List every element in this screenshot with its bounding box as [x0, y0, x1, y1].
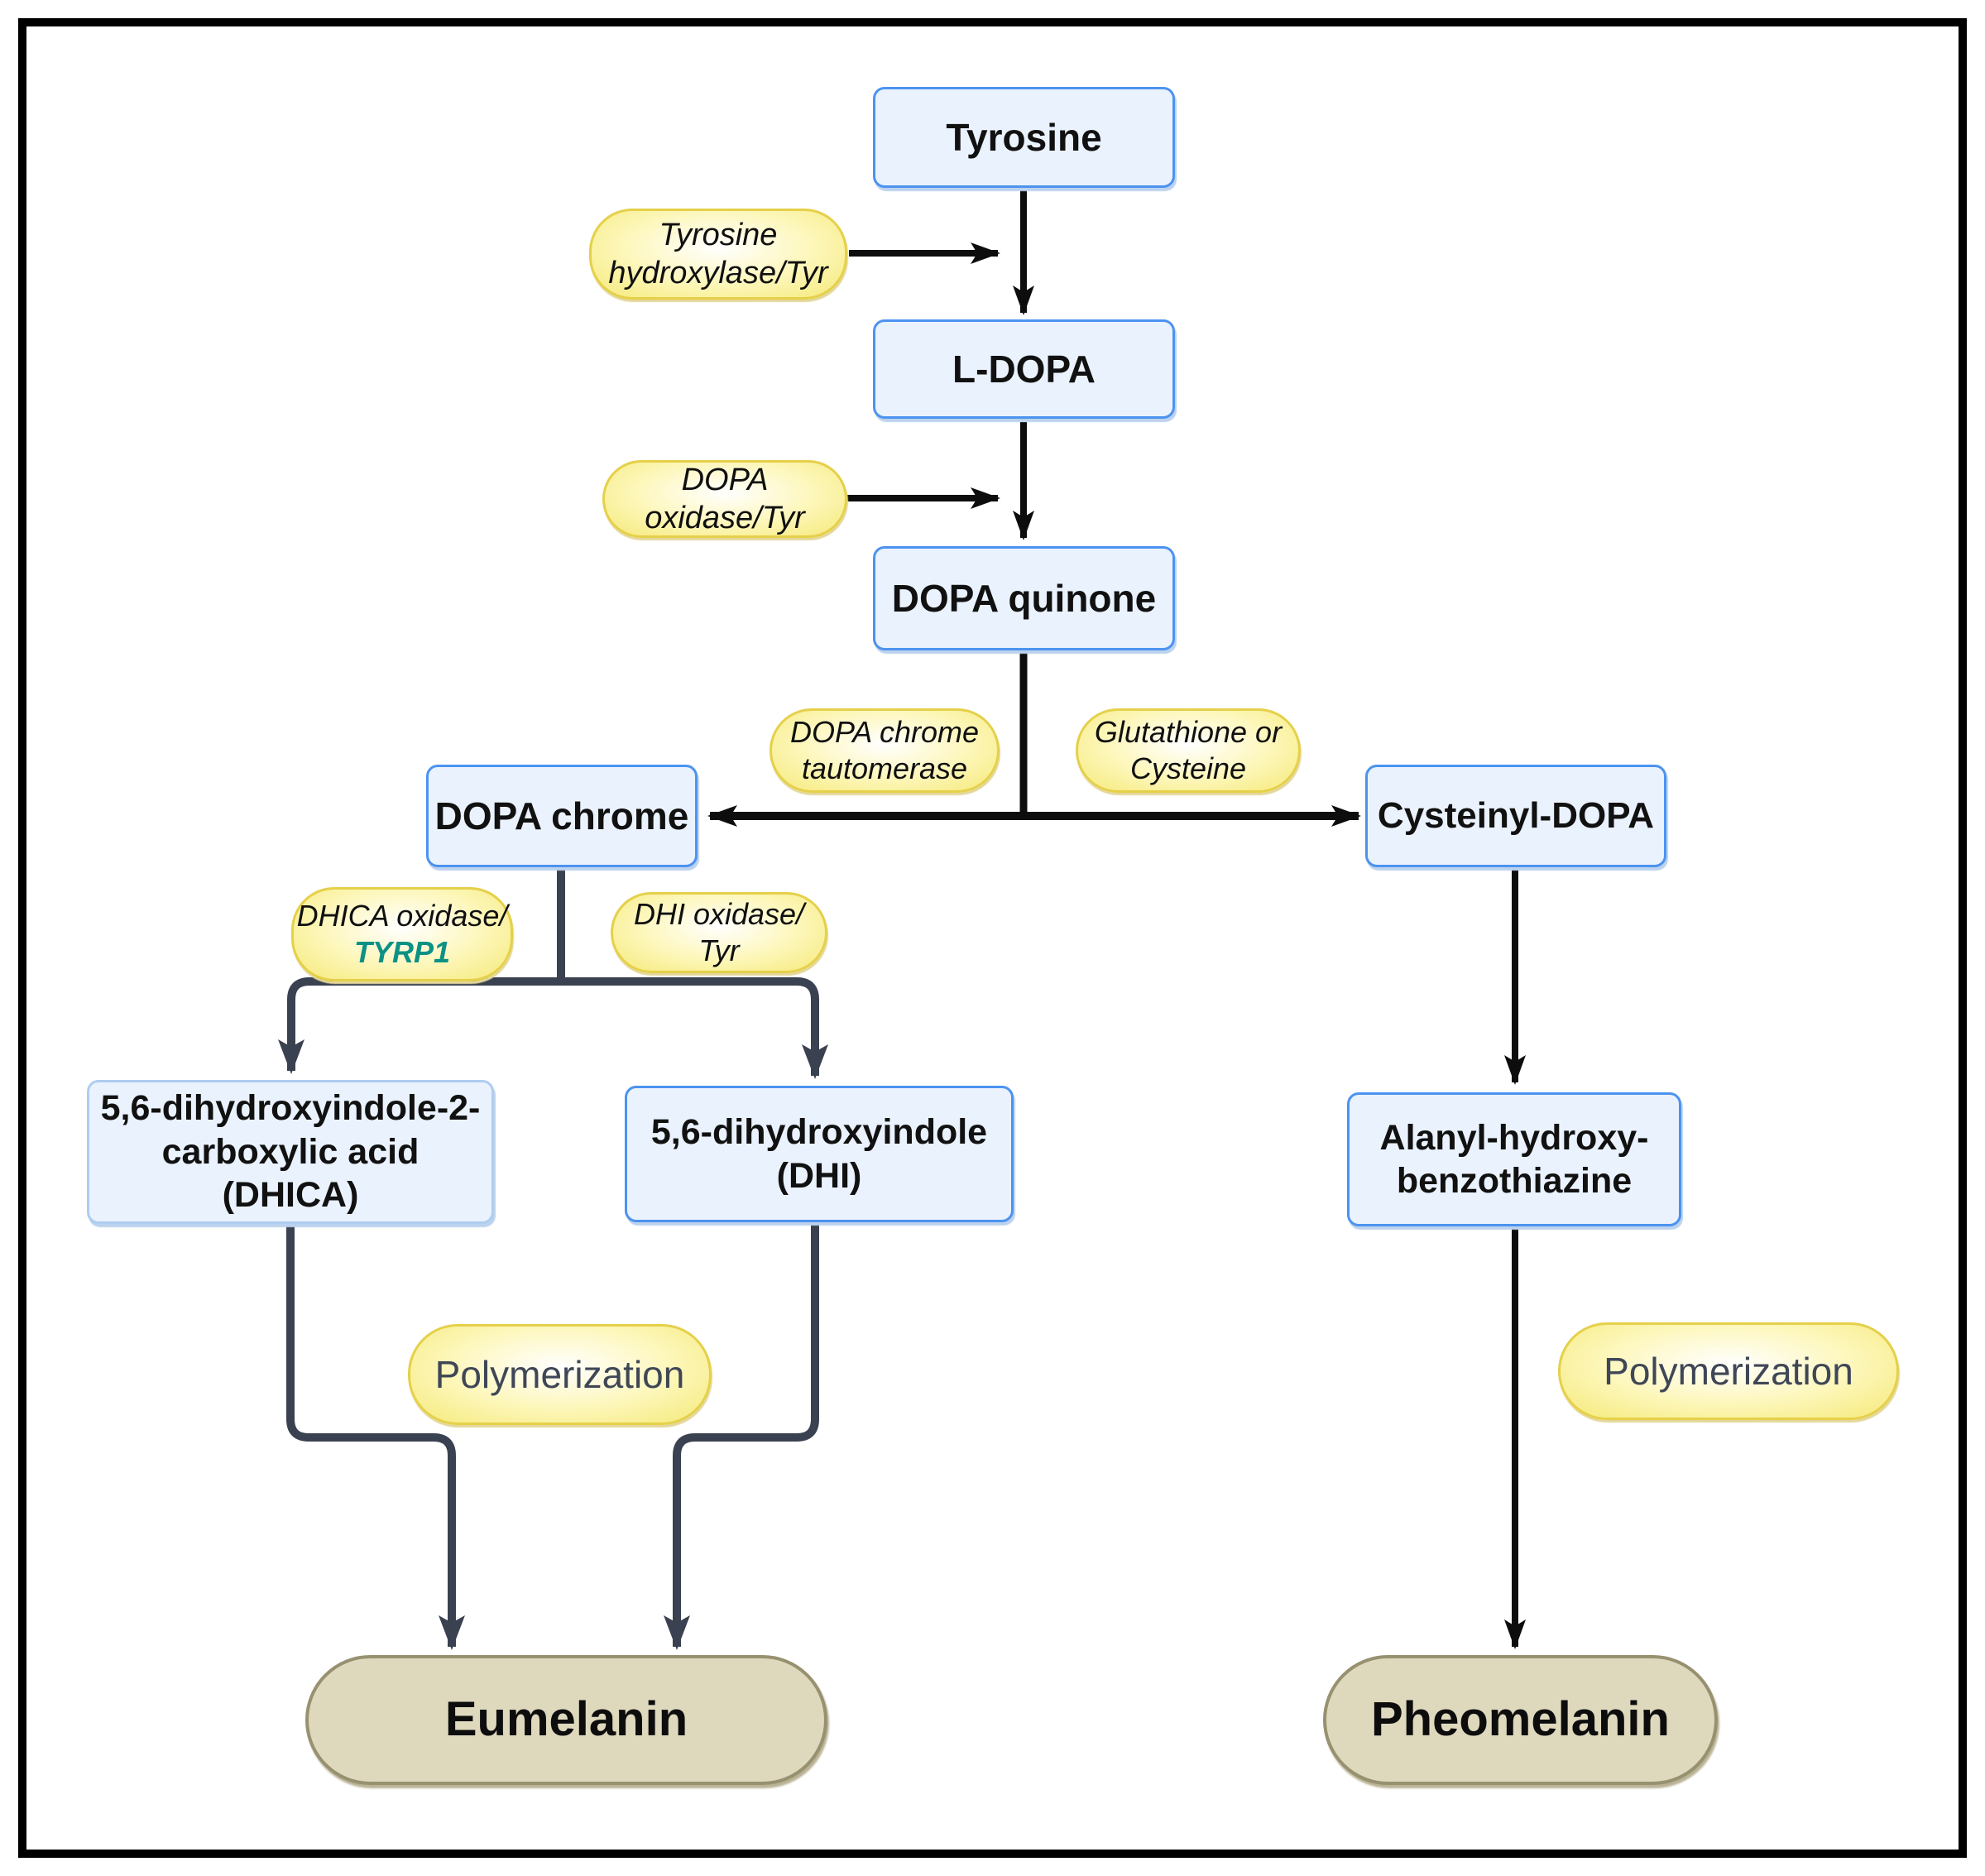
node-dopa-chrome: DOPA chrome	[426, 765, 698, 867]
label-glutathione-or-cysteine: Glutathione or Cysteine	[1076, 708, 1301, 793]
pill-label-tyrp1: TYRP1	[353, 935, 451, 969]
pill-label-line: hydroxylase/Tyr	[608, 256, 828, 290]
node-dhi: 5,6-dihydroxyindole (DHI)	[625, 1086, 1014, 1222]
node-label: Tyrosine	[946, 115, 1102, 159]
arrow-dhica-to-eumelanin	[286, 1224, 465, 1650]
label-tyrosine-hydroxylase: Tyrosine hydroxylase/Tyr	[589, 209, 847, 300]
label-polymerization-right: Polymerization	[1558, 1322, 1899, 1420]
pill-label-line: Cysteine	[1129, 751, 1247, 785]
pill-label: Polymerization	[1604, 1349, 1853, 1393]
arrow-dhi-to-eumelanin	[664, 1224, 819, 1650]
node-pheomelanin: Pheomelanin	[1323, 1655, 1718, 1785]
node-label-line: benzothiazine	[1396, 1161, 1633, 1201]
node-label: DOPA quinone	[891, 576, 1157, 620]
label-dopa-oxidase: DOPA oxidase/Tyr	[602, 460, 847, 538]
pill-label-line: tautomerase	[801, 751, 968, 785]
node-label: DOPA chrome	[434, 794, 689, 837]
node-cysteinyl-dopa: Cysteinyl-DOPA	[1365, 765, 1666, 867]
node-label-line: Alanyl-hydroxy-	[1379, 1117, 1649, 1158]
node-dopa-quinone: DOPA quinone	[873, 546, 1175, 650]
label-polymerization-left: Polymerization	[408, 1324, 712, 1425]
node-alanyl-hydroxy-benzothiazine: Alanyl-hydroxy- benzothiazine	[1347, 1092, 1681, 1226]
label-dhi-oxidase: DHI oxidase/ Tyr	[611, 892, 827, 973]
node-label: Pheomelanin	[1371, 1692, 1670, 1747]
pill-label: DOPA oxidase/Tyr	[645, 462, 805, 535]
pill-label-line: DOPA chrome	[789, 715, 980, 750]
node-label-line: carboxylic acid	[161, 1131, 420, 1172]
node-label-line: 5,6-dihydroxyindole-2-	[100, 1088, 481, 1129]
diagram-outer-frame	[18, 18, 1967, 1858]
arrow-dopachrome-to-dhica	[278, 977, 561, 1074]
arrow-dopachrome-to-dhi	[561, 977, 828, 1079]
node-label-line: 5,6-dihydroxyindole	[650, 1112, 988, 1153]
node-label-line: (DHICA)	[222, 1175, 359, 1216]
node-eumelanin: Eumelanin	[305, 1655, 827, 1785]
pill-label: DHI oxidase/ Tyr	[633, 897, 805, 967]
node-label: L-DOPA	[952, 347, 1096, 391]
pill-label-line: Glutathione or	[1094, 715, 1283, 750]
node-tyrosine: Tyrosine	[873, 87, 1175, 188]
node-l-dopa: L-DOPA	[873, 319, 1175, 419]
node-label: Cysteinyl-DOPA	[1377, 795, 1655, 837]
label-dopa-chrome-tautomerase: DOPA chrome tautomerase	[770, 708, 1000, 793]
node-label-line: (DHI)	[776, 1155, 862, 1196]
node-dhica: 5,6-dihydroxyindole-2- carboxylic acid (…	[87, 1080, 494, 1224]
node-label: Eumelanin	[444, 1692, 688, 1747]
pill-label-line: DHICA oxidase/	[296, 899, 508, 933]
pill-label-line: Tyrosine	[659, 217, 778, 252]
pill-label: Polymerization	[434, 1352, 685, 1396]
label-dhica-oxidase-tyrp1: DHICA oxidase/ TYRP1	[291, 887, 513, 981]
